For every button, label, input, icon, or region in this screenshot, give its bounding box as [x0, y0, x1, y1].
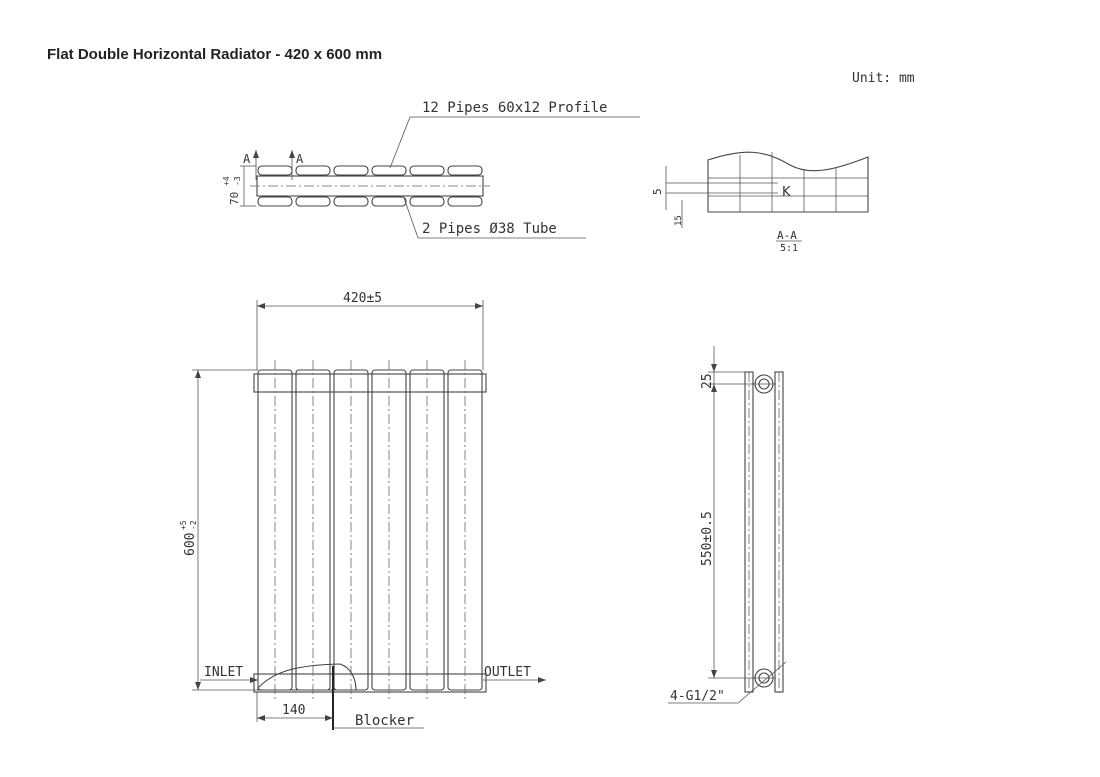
front-view: 420±5 600 +5 -2 INLET: [179, 291, 546, 730]
section-label: A-A: [777, 229, 797, 242]
height-dim: 600: [183, 533, 198, 556]
depth-dim: 70: [228, 192, 241, 205]
width-dim: 420±5: [343, 291, 382, 306]
drawing-title: Flat Double Horizontal Radiator - 420 x …: [47, 46, 383, 63]
weld-mark: K: [782, 185, 791, 200]
depth-tol-minus: -3: [233, 176, 242, 186]
outlet-label: OUTLET: [484, 665, 531, 680]
height-tol-minus: -2: [189, 520, 198, 530]
depth-tol-plus: +4: [222, 176, 231, 186]
side-view: 25 550±0.5 4-G1/2": [668, 346, 787, 704]
upper-profile-row: [257, 165, 483, 176]
lower-profile-row: [257, 196, 483, 207]
centers-dim: 550±0.5: [700, 511, 715, 566]
height-tol-plus: +5: [179, 520, 188, 530]
section-view: K 5 15 A-A 5:1: [651, 151, 869, 254]
connection-callout: 4-G1/2": [670, 689, 725, 704]
unit-label: Unit: mm: [852, 71, 915, 86]
section-dim-small: 15: [674, 215, 684, 226]
profile-callout: 12 Pipes 60x12 Profile: [422, 100, 607, 116]
section-scale: 5:1: [780, 243, 798, 254]
top-view: A A 70 +4 -3 12 Pipes 60x12 Profile 2 Pi…: [222, 100, 640, 239]
top-offset-dim: 25: [700, 373, 715, 389]
blocker-offset: 140: [282, 703, 305, 718]
section-marker-left: A: [243, 152, 251, 166]
section-marker-right: A: [296, 152, 304, 166]
tube-callout: 2 Pipes Ø38 Tube: [422, 221, 557, 237]
front-profiles: [257, 360, 483, 700]
blocker-label: Blocker: [355, 713, 414, 729]
section-dim-5: 5: [651, 188, 664, 195]
inlet-label: INLET: [204, 665, 243, 680]
